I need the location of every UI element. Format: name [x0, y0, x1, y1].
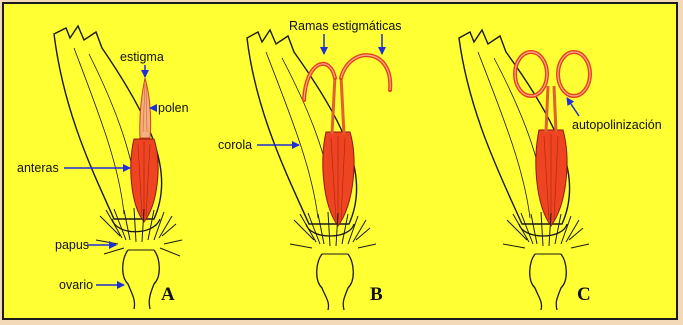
panel-letter-b: B [370, 284, 383, 305]
label-corola: corola [218, 138, 252, 152]
label-autopolinizacion: autopolinización [572, 118, 662, 132]
ovary [317, 254, 354, 310]
panel-letter-c: C [577, 284, 591, 305]
style-stigma [140, 78, 151, 138]
ovary [530, 254, 567, 310]
panel-letter-a: A [161, 284, 175, 305]
flower-diagram: estigma polen anteras papus ovario A Ram… [4, 4, 680, 322]
label-papus: papus [55, 238, 89, 252]
label-ramas-estigmaticas: Ramas estigmáticas [289, 19, 402, 33]
label-ovario: ovario [59, 278, 93, 292]
label-anteras: anteras [17, 161, 59, 175]
ovary [123, 250, 160, 309]
label-polen: polen [158, 101, 189, 115]
flower-c [459, 30, 590, 310]
label-estigma: estigma [120, 50, 164, 64]
flower-b [247, 30, 390, 310]
figure-frame: estigma polen anteras papus ovario A Ram… [2, 2, 678, 320]
